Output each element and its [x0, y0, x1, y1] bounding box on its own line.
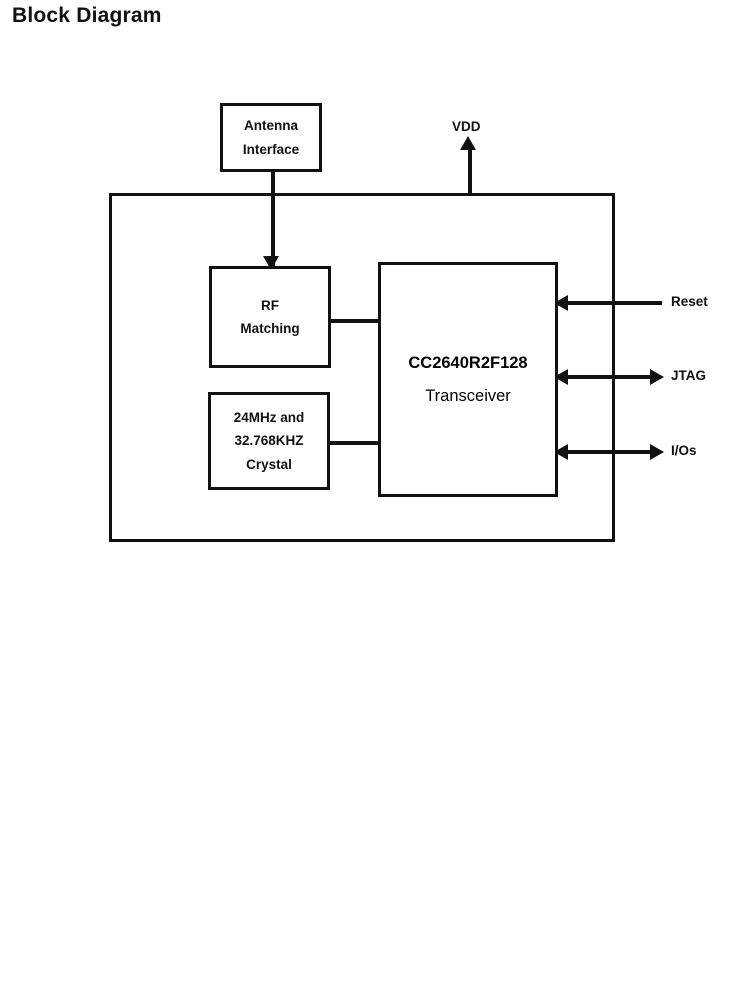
wire-ios [566, 450, 652, 454]
block-antenna-interface-line1: Antenna [244, 118, 298, 134]
page-title: Block Diagram [12, 4, 162, 27]
wire-crystal-to-transceiver [329, 441, 380, 445]
signal-label-vdd: VDD [452, 119, 481, 134]
block-transceiver[interactable]: CC2640R2F128 Transceiver [378, 262, 558, 497]
wire-rf-matching-to-transceiver [330, 319, 380, 323]
wire-antenna-to-rf-matching [271, 172, 275, 266]
block-crystal-line1: 24MHz and [233, 410, 305, 426]
module-enclosure-boundary [109, 193, 615, 542]
block-rf-matching[interactable]: RF Matching [209, 266, 331, 368]
signal-label-ios: I/Os [671, 443, 697, 458]
signal-label-jtag: JTAG [671, 368, 707, 383]
block-crystal[interactable]: 24MHz and 32.768KHZ Crystal [208, 392, 330, 490]
block-transceiver-subtitle: Transceiver [425, 386, 511, 405]
block-crystal-line3: Crystal [246, 456, 292, 472]
block-rf-matching-line2: Matching [240, 321, 300, 336]
arrowhead-ios-right-icon [650, 444, 664, 460]
wire-vdd [468, 148, 472, 196]
arrowhead-vdd-icon [460, 136, 476, 150]
block-antenna-interface[interactable]: Antenna Interface [220, 103, 322, 172]
block-transceiver-part-number: CC2640R2F128 [408, 354, 528, 373]
block-antenna-interface-line2: Interface [242, 141, 300, 157]
block-crystal-line2: 32.768KHZ [234, 433, 304, 449]
wire-reset [566, 301, 662, 305]
arrowhead-jtag-right-icon [650, 369, 664, 385]
block-rf-matching-line1: RF [261, 297, 279, 313]
wire-jtag [566, 375, 652, 379]
signal-label-reset: Reset [671, 294, 708, 309]
